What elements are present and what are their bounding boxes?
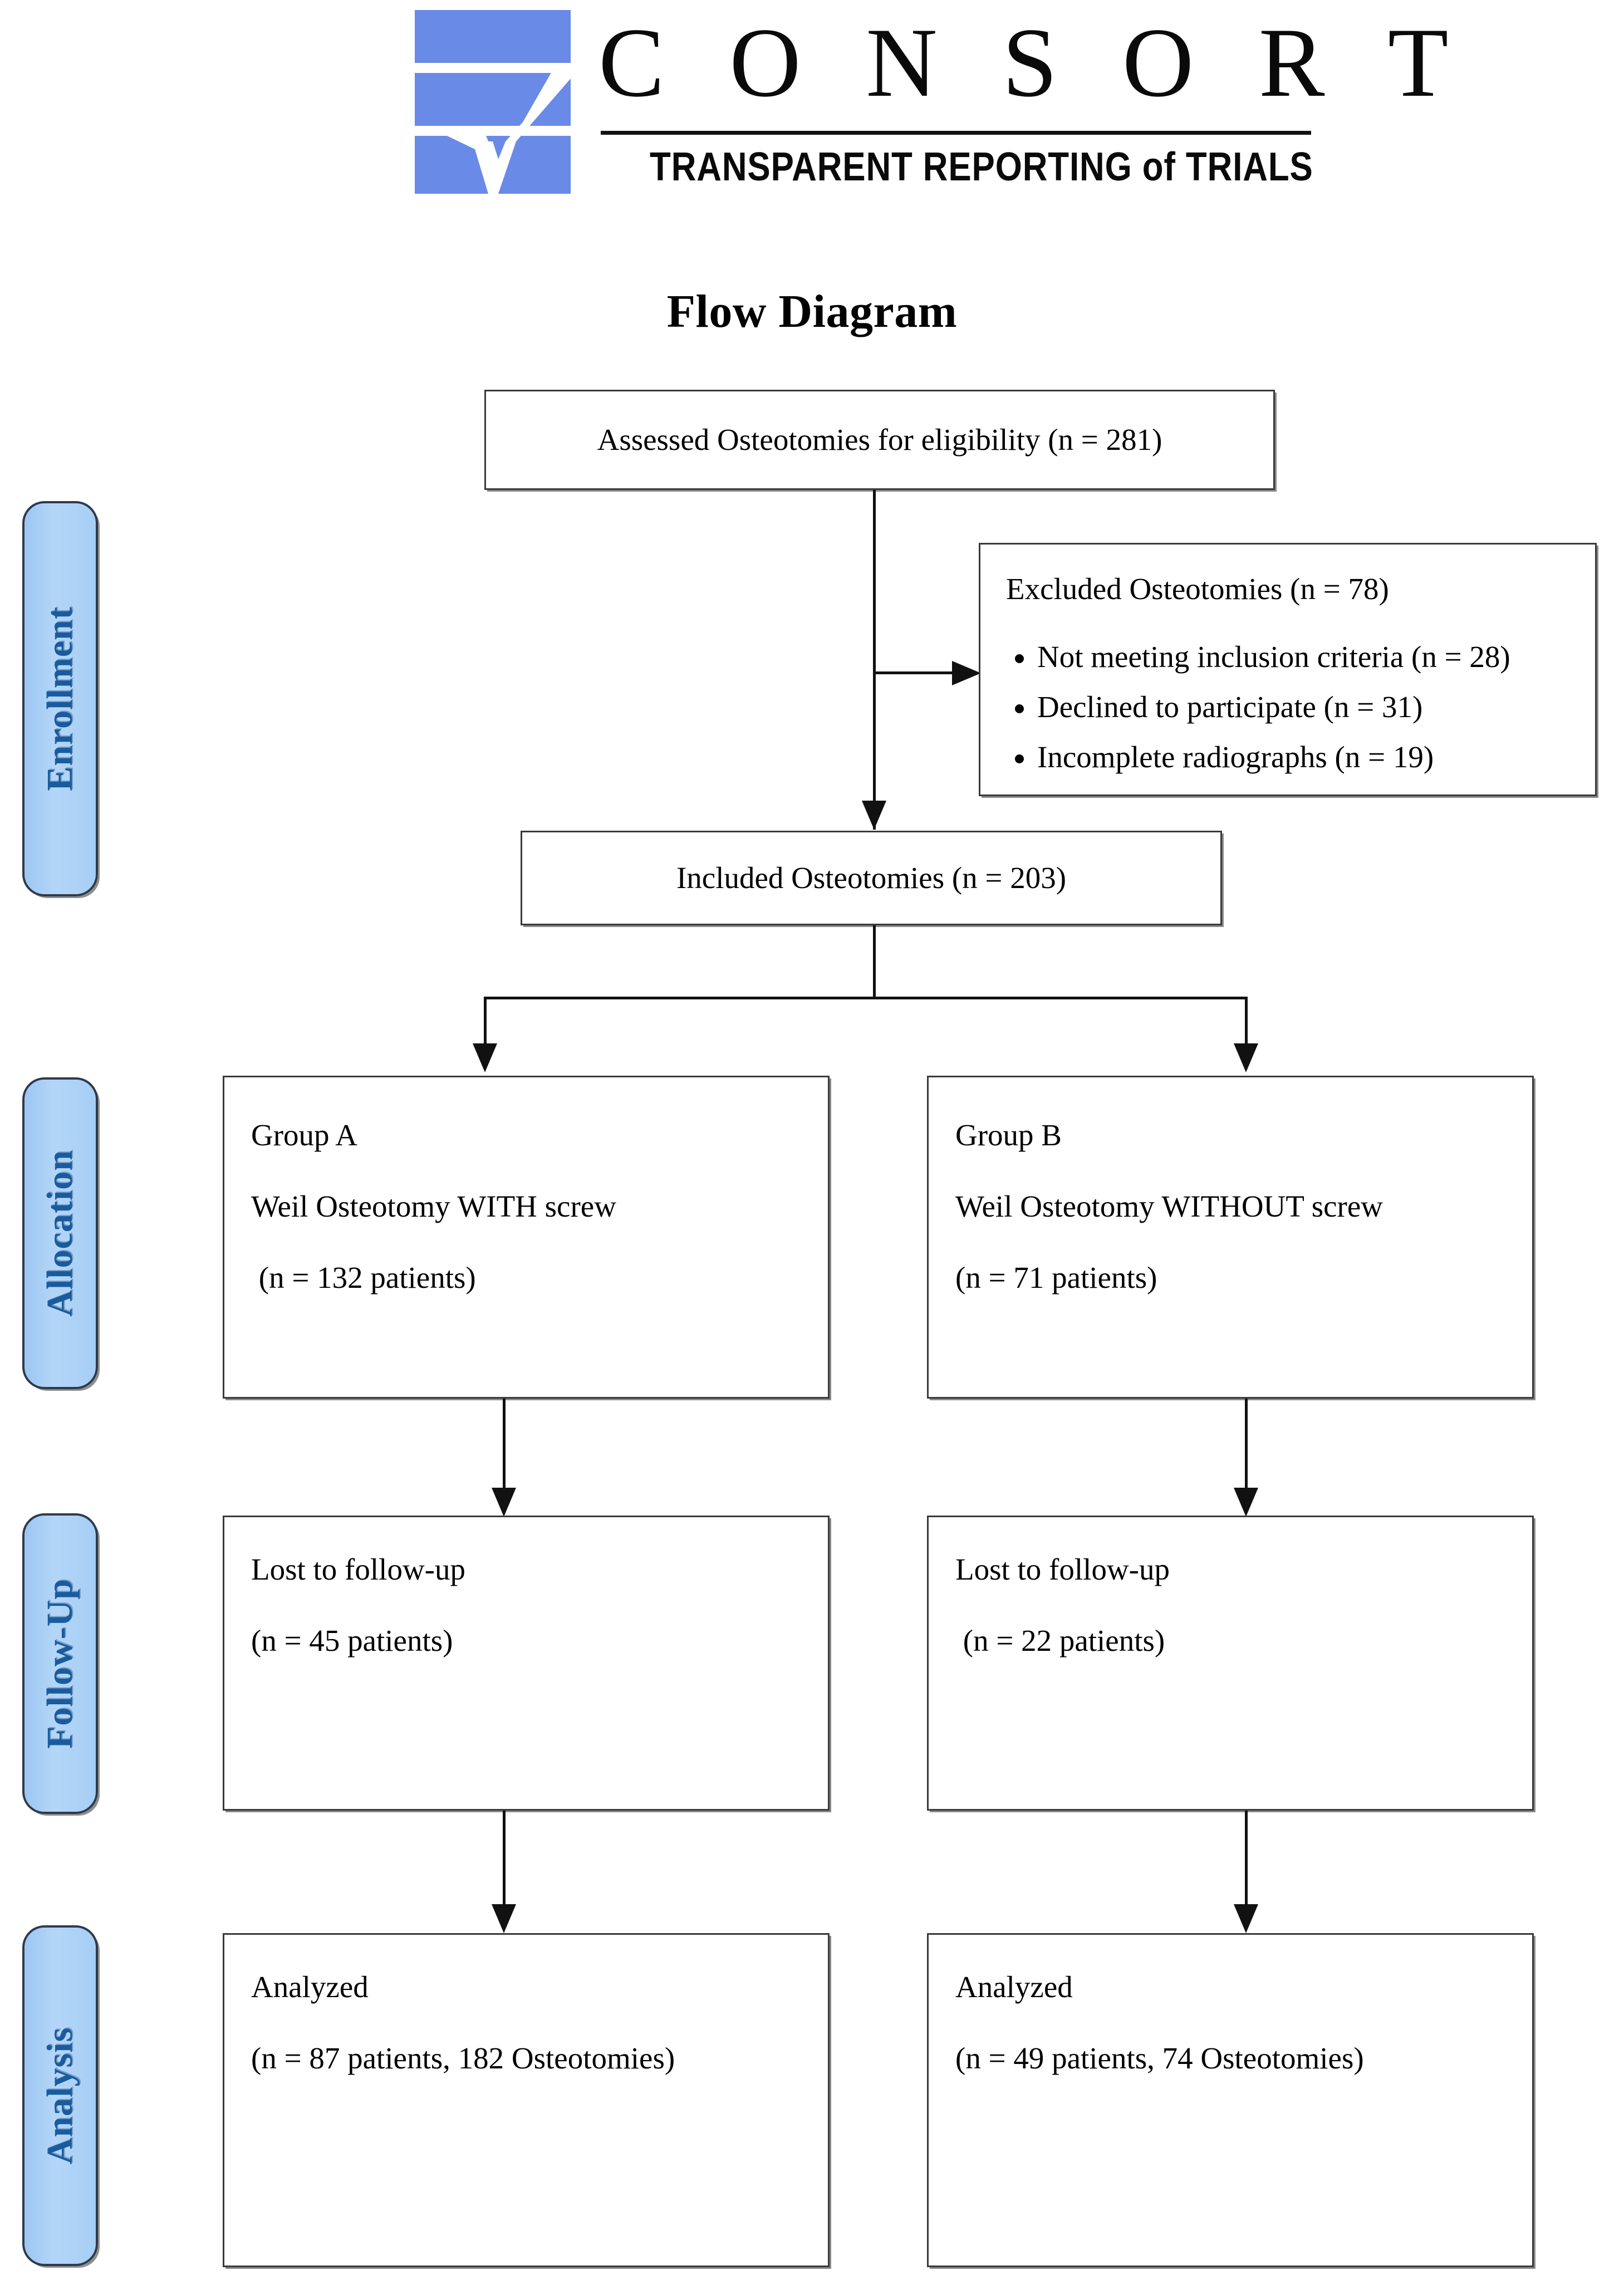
box-group-b-allocation: Group B Weil Osteotomy WITHOUT screw (n … <box>927 1076 1534 1399</box>
spacer <box>1006 612 1569 637</box>
box-analyzed-b: Analyzed (n = 49 patients, 74 Osteotomie… <box>927 1933 1534 2267</box>
box-lost-to-follow-up-a: Lost to follow-up (n = 45 patients) <box>223 1516 830 1811</box>
group-b-line-2: Weil Osteotomy WITHOUT screw <box>955 1189 1383 1223</box>
consort-wordmark-block: C O N S O R T TRANSPARENT REPORTING of T… <box>598 6 1469 200</box>
lost-b-line-2: (n = 22 patients) <box>955 1624 1165 1658</box>
spacer <box>251 1593 801 1617</box>
group-a-line-1: Group A <box>251 1118 357 1152</box>
box-group-b-content: Group B Weil Osteotomy WITHOUT screw (n … <box>929 1077 1532 1397</box>
page-title: Flow Diagram <box>666 286 958 337</box>
stage-tab-enrollment-label: Enrollment <box>40 606 80 791</box>
excluded-reason-list: Not meeting inclusion criteria (n = 28) … <box>1006 637 1569 777</box>
box-excluded-osteotomies: Excluded Osteotomies (n = 78) Not meetin… <box>979 543 1597 796</box>
connector-assessed-to-included <box>873 490 876 830</box>
connector-lost-a-to-analyzed-a <box>503 1811 506 1910</box>
lost-a-line-1: Lost to follow-up <box>251 1552 465 1586</box>
excluded-reason-item: Incomplete radiographs (n = 19) <box>1015 737 1569 777</box>
box-excluded-content: Excluded Osteotomies (n = 78) Not meetin… <box>980 545 1595 795</box>
spacer <box>251 1159 801 1183</box>
consort-checkmark-mark <box>415 10 582 194</box>
box-analyzed-a: Analyzed (n = 87 patients, 182 Osteotomi… <box>223 1933 830 2267</box>
connector-group-b-to-lost-b-arrowhead <box>1234 1488 1258 1517</box>
box-analyzed-b-content: Analyzed (n = 49 patients, 74 Osteotomie… <box>929 1935 1532 2266</box>
excluded-reason-item: Not meeting inclusion criteria (n = 28) <box>1015 637 1569 677</box>
lost-b-line-1: Lost to follow-up <box>955 1552 1170 1586</box>
connector-into-included-arrowhead <box>862 801 886 830</box>
analyzed-b-line-2: (n = 49 patients, 74 Osteotomies) <box>955 2041 1364 2075</box>
connector-split-left-drop <box>484 997 487 1048</box>
connector-included-split-bar <box>484 997 1248 999</box>
box-group-a-content: Group A Weil Osteotomy WITH screw (n = 1… <box>224 1077 828 1397</box>
group-a-line-3: (n = 132 patients) <box>251 1261 476 1294</box>
spacer <box>955 1593 1505 1617</box>
box-included-text: Included Osteotomies (n = 203) <box>676 861 1067 895</box>
stage-tab-analysis: Analysis <box>22 1925 98 2266</box>
group-a-line-2: Weil Osteotomy WITH screw <box>251 1189 616 1223</box>
analyzed-a-line-1: Analyzed <box>251 1970 369 2004</box>
stage-tab-analysis-label: Analysis <box>40 2027 80 2165</box>
connector-split-right-drop <box>1245 997 1248 1048</box>
consort-tagline: TRANSPARENT REPORTING of TRIALS <box>650 145 1313 189</box>
spacer <box>251 1230 801 1254</box>
stage-tab-allocation-label: Allocation <box>40 1150 80 1317</box>
spacer <box>251 2011 801 2035</box>
box-assessed-for-eligibility: Assessed Osteotomies for eligibility (n … <box>484 390 1275 490</box>
consort-rule <box>601 131 1311 135</box>
connector-included-split-trunk <box>873 925 876 998</box>
connector-split-right-arrowhead <box>1234 1043 1258 1072</box>
box-lost-a-content: Lost to follow-up (n = 45 patients) <box>224 1517 828 1809</box>
analyzed-b-line-1: Analyzed <box>955 1970 1073 2004</box>
connector-lost-b-to-analyzed-b-arrowhead <box>1234 1904 1258 1933</box>
group-b-line-1: Group B <box>955 1118 1062 1152</box>
connector-group-b-to-lost-b <box>1245 1399 1248 1493</box>
spacer <box>955 1230 1505 1254</box>
connector-lost-a-to-analyzed-a-arrowhead <box>492 1904 516 1933</box>
box-assessed-text: Assessed Osteotomies for eligibility (n … <box>597 423 1162 457</box>
stage-tab-follow-up: Follow-Up <box>22 1513 98 1814</box>
box-group-a-allocation: Group A Weil Osteotomy WITH screw (n = 1… <box>223 1076 830 1399</box>
consort-logo: C O N S O R T TRANSPARENT REPORTING of T… <box>415 6 1469 200</box>
spacer <box>955 2011 1505 2035</box>
group-b-line-3: (n = 71 patients) <box>955 1261 1157 1294</box>
stage-tab-follow-up-label: Follow-Up <box>40 1578 80 1749</box>
box-excluded-heading: Excluded Osteotomies (n = 78) <box>1006 572 1389 606</box>
connector-assessed-to-excluded-line <box>873 671 954 674</box>
connector-assessed-to-excluded-arrowhead <box>952 661 981 685</box>
connector-group-a-to-lost-a <box>503 1399 506 1493</box>
connector-group-a-to-lost-a-arrowhead <box>492 1488 516 1517</box>
box-analyzed-a-content: Analyzed (n = 87 patients, 182 Osteotomi… <box>224 1935 828 2266</box>
lost-a-line-2: (n = 45 patients) <box>251 1624 453 1658</box>
box-included-osteotomies: Included Osteotomies (n = 203) <box>521 831 1222 925</box>
box-lost-b-content: Lost to follow-up (n = 22 patients) <box>929 1517 1532 1809</box>
consort-wordmark: C O N S O R T <box>598 7 1469 117</box>
connector-lost-b-to-analyzed-b <box>1245 1811 1248 1910</box>
stage-tab-enrollment: Enrollment <box>22 501 98 896</box>
box-lost-to-follow-up-b: Lost to follow-up (n = 22 patients) <box>927 1516 1534 1811</box>
connector-split-left-arrowhead <box>473 1043 497 1072</box>
analyzed-a-line-2: (n = 87 patients, 182 Osteotomies) <box>251 2041 675 2075</box>
spacer <box>955 1159 1505 1183</box>
stage-tab-allocation: Allocation <box>22 1077 98 1389</box>
excluded-reason-item: Declined to participate (n = 31) <box>1015 687 1569 727</box>
